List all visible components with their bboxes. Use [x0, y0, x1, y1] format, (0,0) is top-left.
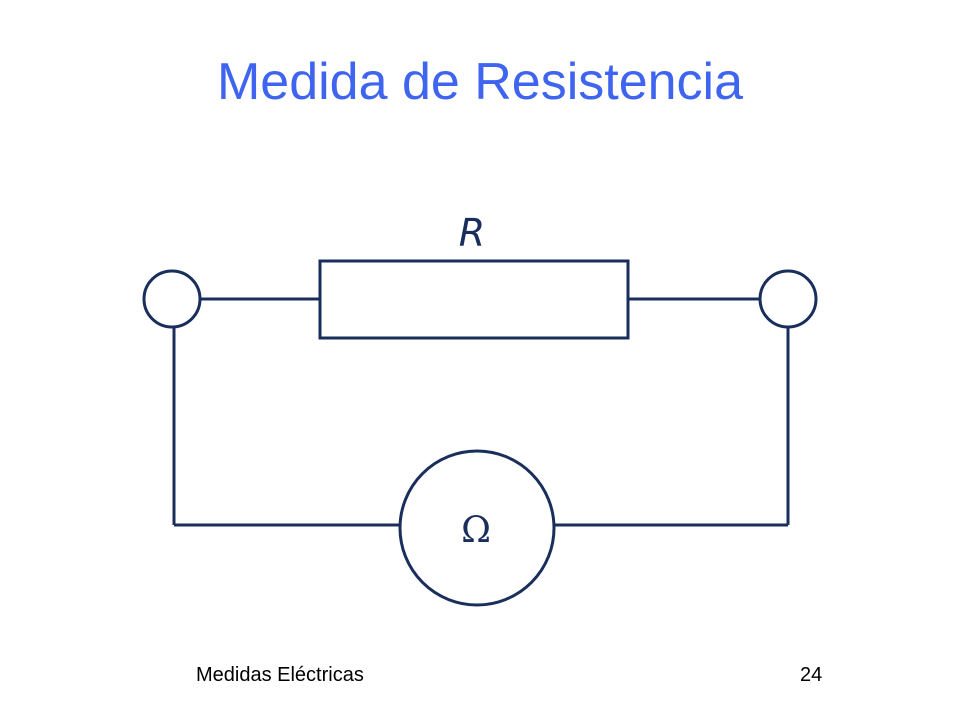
resistor — [318, 259, 630, 340]
page-number: 24 — [800, 664, 823, 686]
footer-text: Medidas Eléctricas — [196, 664, 364, 686]
slide-title: Medida de Resistencia — [216, 53, 744, 111]
resistor-label: R — [459, 211, 485, 255]
terminal-left — [142, 269, 202, 329]
terminal-right — [758, 269, 818, 329]
ohm-symbol: Ω — [461, 510, 491, 551]
ohmmeter — [398, 449, 556, 607]
